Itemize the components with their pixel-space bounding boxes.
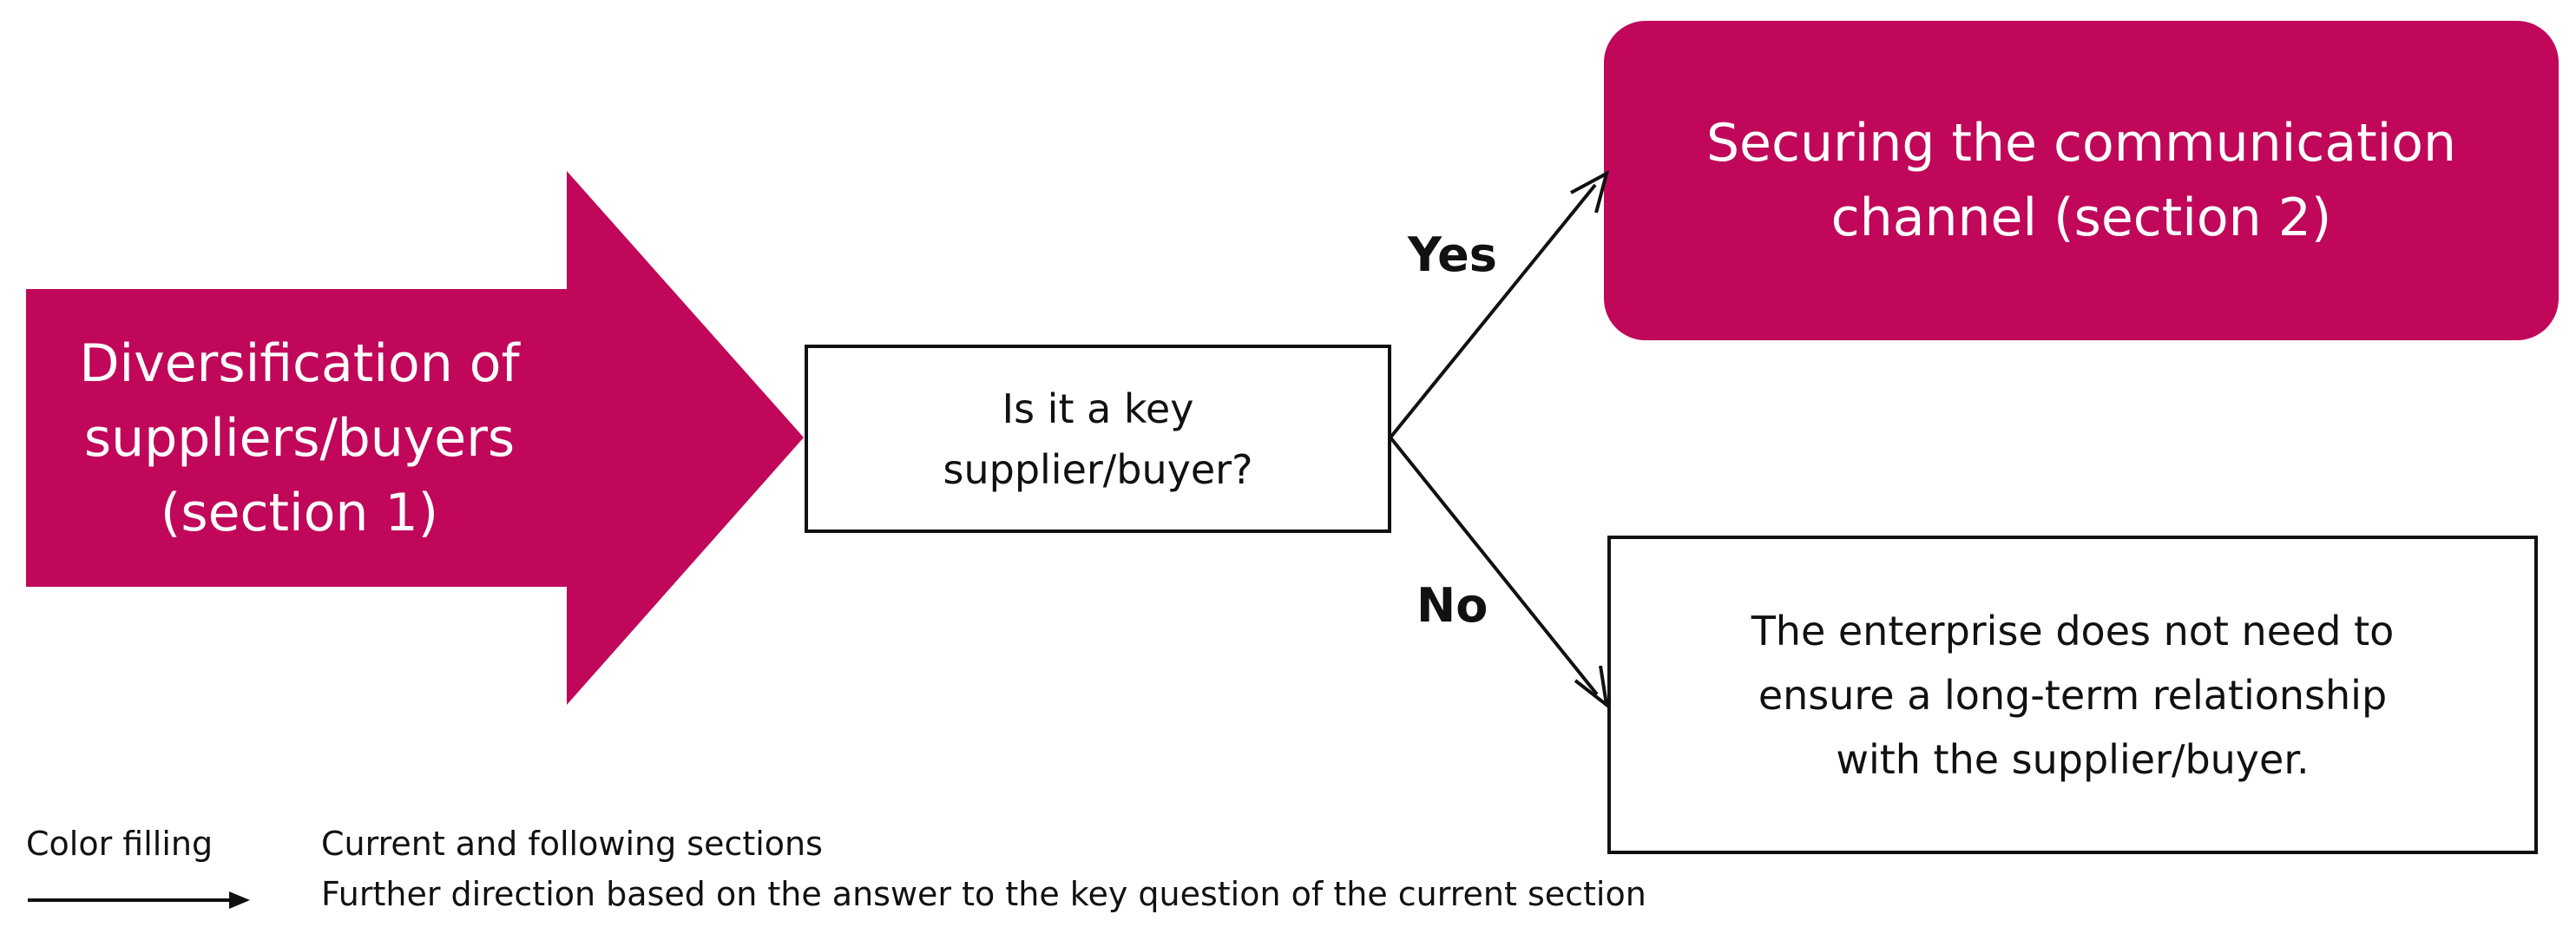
start-block-arrow-shape xyxy=(26,171,804,705)
yes-outcome-line-2: channel (section 2) xyxy=(1830,187,2332,248)
no-outcome-line-2: ensure a long-term relationship xyxy=(1758,671,2388,719)
no-outcome-text: The enterprise does not need to ensure a… xyxy=(1609,537,2536,852)
yes-outcome-box-shape xyxy=(1604,21,2559,340)
question-line-2: supplier/buyer? xyxy=(943,445,1253,493)
no-arrow xyxy=(1389,436,1609,709)
no-outcome-box-shape xyxy=(1607,536,2538,854)
yes-outcome-text: Securing the communication channel (sect… xyxy=(1604,21,2559,340)
no-outcome-line-3: with the supplier/buyer. xyxy=(1836,735,2310,783)
legend-arrow-description: Further direction based on the answer to… xyxy=(321,875,1646,913)
start-node-text: Diversification of suppliers/buyers (sec… xyxy=(35,289,564,587)
start-node-line-1: Diversification of xyxy=(79,332,520,394)
yes-arrow xyxy=(1389,170,1610,439)
no-outcome-line-1: The enterprise does not need to xyxy=(1751,607,2395,654)
legend-fill-description: Current and following sections xyxy=(321,825,823,863)
question-line-1: Is it a key xyxy=(1002,385,1194,432)
yes-outcome-line-1: Securing the communication xyxy=(1705,113,2457,174)
start-node-line-2: suppliers/buyers xyxy=(83,407,516,469)
yes-edge-label: Yes xyxy=(1408,227,1497,282)
legend-arrow-icon xyxy=(28,891,250,909)
question-node-text: Is it a key supplier/buyer? xyxy=(806,346,1390,531)
no-edge-label: No xyxy=(1416,578,1488,633)
start-node-line-3: (section 1) xyxy=(160,482,439,543)
legend-fill-key: Color filling xyxy=(26,825,214,863)
